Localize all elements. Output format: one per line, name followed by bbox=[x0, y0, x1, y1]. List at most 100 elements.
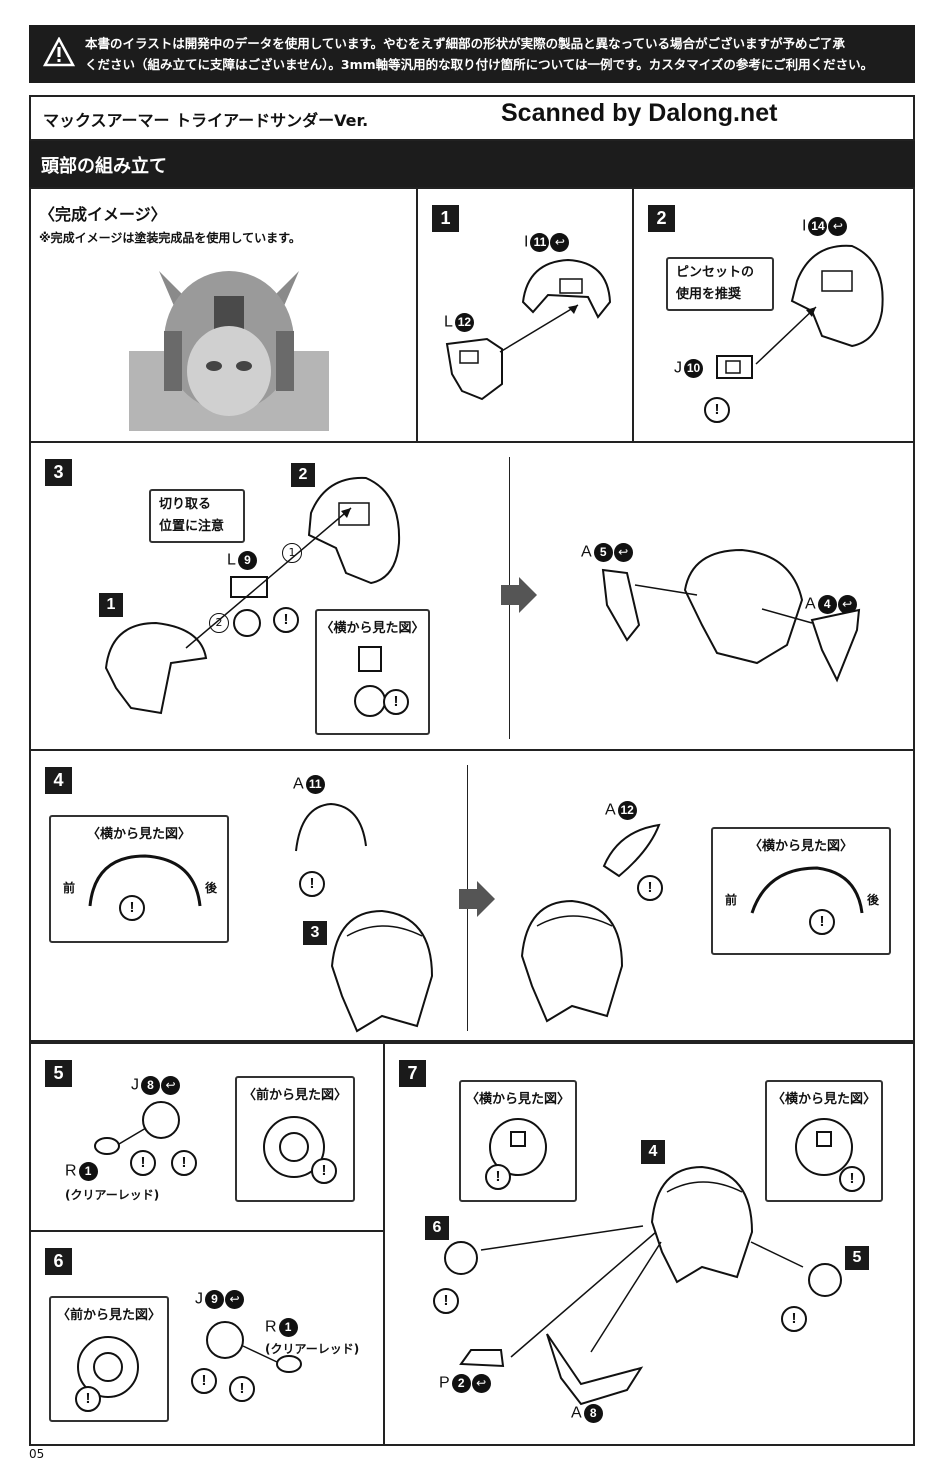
part-number: 4 bbox=[817, 595, 837, 614]
l9-part-drawing bbox=[230, 576, 268, 637]
j8-r1-parts-drawing bbox=[94, 1101, 180, 1155]
finished-head-image bbox=[129, 271, 329, 431]
side-view-title: 〈横から見た図〉 bbox=[748, 839, 853, 854]
p2-part-drawing bbox=[459, 1349, 505, 1368]
part-number: 12 bbox=[454, 313, 474, 332]
ref-step-3: 3 bbox=[303, 921, 327, 945]
part-letter: A bbox=[581, 543, 592, 561]
side-view-title: 〈横から見た図〉 bbox=[465, 1092, 570, 1107]
caution-icon: ! bbox=[299, 871, 325, 897]
part-number: 9 bbox=[237, 551, 257, 570]
next-arrow-icon bbox=[459, 881, 495, 917]
step-6-number: 6 bbox=[45, 1248, 72, 1275]
caution-icon: ! bbox=[130, 1150, 156, 1176]
helmet-assembly-drawing bbox=[520, 899, 624, 1023]
j10-part-drawing bbox=[716, 355, 753, 379]
part-number: 9 bbox=[205, 1290, 224, 1309]
side-view-title: 〈横から見た図〉 bbox=[320, 621, 425, 636]
side-view-drawing bbox=[750, 866, 864, 914]
part-letter: I bbox=[524, 233, 529, 251]
part-letter: A bbox=[571, 1404, 582, 1422]
part-letter: A bbox=[293, 775, 304, 793]
gate-icon: ↩ bbox=[161, 1076, 180, 1095]
assembly-arrow bbox=[499, 304, 579, 353]
back-label: 後 bbox=[205, 881, 218, 895]
a11-part-drawing bbox=[295, 802, 367, 852]
page-number: 05 bbox=[29, 1447, 45, 1461]
j9-r1-parts-drawing bbox=[206, 1321, 302, 1373]
part-number: 1 bbox=[78, 1162, 98, 1181]
part-letter: R bbox=[265, 1318, 277, 1336]
ref-step-4: 4 bbox=[641, 1140, 665, 1164]
tweezers-tip-text: ピンセットの 使用を推奨 bbox=[676, 265, 755, 302]
part-number: 10 bbox=[684, 359, 703, 378]
side-view-callout-right: 〈横から見た図〉 前 後 ! bbox=[711, 827, 891, 955]
caution-icon: ! bbox=[637, 875, 663, 901]
caution-icon: ! bbox=[171, 1150, 197, 1176]
caution-icon: ! bbox=[839, 1166, 865, 1192]
caution-icon: ! bbox=[191, 1368, 217, 1394]
part-letter: A bbox=[605, 801, 616, 819]
part-letter: J bbox=[131, 1076, 139, 1094]
caution-icon: ! bbox=[809, 909, 835, 935]
side-view-callout-left: 〈横から見た図〉 前 後 ! bbox=[49, 815, 229, 943]
step-2-number: 2 bbox=[648, 205, 675, 232]
helmet-assembly-drawing bbox=[330, 909, 434, 1033]
part-number: 8 bbox=[583, 1404, 603, 1423]
clear-red-label: (クリアーレッド) bbox=[65, 1188, 160, 1202]
ref-step-6: 6 bbox=[425, 1216, 449, 1240]
gate-icon: ↩ bbox=[828, 217, 848, 236]
ref-step-1: 1 bbox=[99, 593, 123, 617]
section-title: 頭部の組み立て bbox=[41, 156, 167, 177]
helmet-part-drawing bbox=[307, 476, 401, 585]
part-number: 12 bbox=[617, 801, 637, 820]
caution-icon: ! bbox=[704, 397, 730, 423]
next-arrow-icon bbox=[501, 577, 537, 613]
front-view-drawing bbox=[77, 1336, 139, 1398]
title-box: マックスアーマー トライアードサンダーVer. Scanned by Dalon… bbox=[29, 95, 915, 141]
front-label: 前 bbox=[725, 893, 738, 907]
preview-panel: 〈完成イメージ〉 ※完成イメージは塗装完成品を使用しています。 bbox=[29, 187, 418, 443]
part-letter: P bbox=[439, 1374, 450, 1392]
warning-text: 本書のイラストは開発中のデータを使用しています。やむをえず細部の形状が実際の製品… bbox=[85, 36, 874, 72]
order-1: 1 bbox=[282, 543, 302, 563]
front-view-title: 〈前から見た図〉 bbox=[56, 1308, 161, 1323]
part-number: 2 bbox=[451, 1374, 471, 1393]
helmet-part-drawing bbox=[790, 244, 884, 348]
caution-icon: ! bbox=[119, 895, 145, 921]
part-number: 5 bbox=[593, 543, 613, 562]
front-view-callout: 〈前から見た図〉 ! bbox=[235, 1076, 355, 1202]
warning-banner: 本書のイラストは開発中のデータを使用しています。やむをえず細部の形状が実際の製品… bbox=[29, 25, 915, 83]
ref-step-5: 5 bbox=[845, 1246, 869, 1270]
part-number: 8 bbox=[141, 1076, 160, 1095]
front-view-callout: 〈前から見た図〉 ! bbox=[49, 1296, 169, 1422]
part-letter: J bbox=[674, 359, 682, 377]
a8-part-drawing bbox=[546, 1333, 644, 1406]
watermark-text: Scanned by Dalong.net bbox=[501, 99, 778, 127]
part-letter: L bbox=[227, 551, 236, 569]
part-letter: J bbox=[195, 1290, 203, 1308]
side-view-title: 〈横から見た図〉 bbox=[771, 1092, 876, 1107]
assembly-arrows bbox=[480, 1225, 804, 1358]
step-1-number: 1 bbox=[432, 205, 459, 232]
part-number: 1 bbox=[278, 1318, 298, 1337]
preview-heading: 〈完成イメージ〉 bbox=[39, 205, 167, 224]
step-3-number: 3 bbox=[45, 459, 72, 486]
step-7-number: 7 bbox=[399, 1060, 426, 1087]
assembly-arrow bbox=[755, 306, 817, 365]
order-2: 2 bbox=[209, 613, 229, 633]
